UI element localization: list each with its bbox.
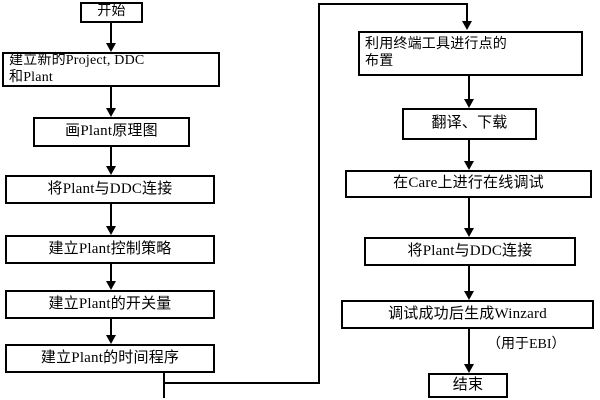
edge-create-project-to-draw-plant-schematic	[110, 87, 112, 109]
arrowhead-start-to-create-project	[106, 43, 116, 52]
node-create-time-program-label: 建立Plant的时间程序	[40, 349, 180, 366]
edge-create-control-strategy-to-create-switch-quantity	[110, 264, 112, 282]
node-start[interactable]: 开始	[80, 2, 143, 23]
edge-create-time-program-to-terminal-tool-point-layout-up	[318, 3, 320, 384]
node-start-label: 开始	[97, 4, 126, 20]
edge-connect-plant-ddc-1-to-create-control-strategy	[110, 204, 112, 226]
arrowhead-create-time-program-to-terminal-tool-point-layout	[462, 21, 472, 30]
node-create-control-strategy[interactable]: 建立Plant控制策略	[5, 235, 215, 264]
node-create-switch-quantity-label: 建立Plant的开关量	[48, 295, 172, 312]
node-connect-plant-ddc-1[interactable]: 将Plant与DDC连接	[5, 175, 215, 204]
edge-online-debug-on-care-to-connect-plant-ddc-2	[468, 198, 470, 229]
arrowhead-connect-plant-ddc-1-to-create-control-strategy	[106, 226, 116, 235]
arrowhead-generate-winzard-to-end	[464, 364, 474, 373]
arrowhead-connect-plant-ddc-2-to-generate-winzard	[464, 291, 474, 300]
edge-create-time-program-to-terminal-tool-point-layout-into-box	[466, 3, 468, 23]
edge-create-time-program-to-terminal-tool-point-layout-across-top	[318, 3, 468, 5]
node-generate-winzard[interactable]: 调试成功后生成Winzard	[341, 300, 594, 329]
node-terminal-tool-point-layout[interactable]: 利用终端工具进行点的 布置	[358, 31, 583, 76]
node-draw-plant-schematic-label: 画Plant原理图	[65, 123, 158, 140]
node-create-control-strategy-label: 建立Plant控制策略	[48, 240, 172, 257]
edge-translate-download-to-online-debug-on-care	[468, 140, 470, 162]
arrowhead-draw-plant-schematic-to-connect-plant-ddc-1	[106, 166, 116, 175]
arrowhead-terminal-tool-point-layout-to-translate-download	[464, 99, 474, 108]
node-terminal-tool-point-layout-label: 利用终端工具进行点的 布置	[365, 36, 507, 69]
node-generate-winzard-label: 调试成功后生成Winzard	[388, 305, 547, 322]
node-connect-plant-ddc-2-label: 将Plant与DDC连接	[407, 242, 533, 259]
edge-create-switch-quantity-to-create-time-program	[110, 319, 112, 336]
node-translate-download[interactable]: 翻译、下载	[402, 108, 537, 140]
node-end-label: 结束	[452, 376, 484, 393]
edge-generate-winzard-to-end	[468, 329, 470, 365]
node-translate-download-label: 翻译、下载	[431, 115, 508, 132]
edge-create-time-program-to-terminal-tool-point-layout-down	[163, 373, 165, 398]
node-online-debug-on-care[interactable]: 在Care上进行在线调试	[345, 170, 592, 198]
node-connect-plant-ddc-2[interactable]: 将Plant与DDC连接	[364, 237, 576, 266]
node-online-debug-on-care-label: 在Care上进行在线调试	[393, 175, 544, 192]
arrowhead-create-switch-quantity-to-create-time-program	[106, 335, 116, 344]
edge-terminal-tool-point-layout-to-translate-download	[468, 76, 470, 100]
edge-create-time-program-to-terminal-tool-point-layout-across-bottom	[163, 382, 320, 384]
arrowhead-online-debug-on-care-to-connect-plant-ddc-2	[464, 228, 474, 237]
arrowhead-create-control-strategy-to-create-switch-quantity	[106, 281, 116, 290]
node-create-time-program[interactable]: 建立Plant的时间程序	[5, 344, 215, 373]
edge-connect-plant-ddc-2-to-generate-winzard	[468, 266, 470, 292]
node-create-project[interactable]: 建立新的Project, DDC 和Plant	[2, 52, 220, 87]
edge-draw-plant-schematic-to-connect-plant-ddc-1	[110, 147, 112, 167]
node-connect-plant-ddc-1-label: 将Plant与DDC连接	[47, 180, 173, 197]
edge-start-to-create-project	[110, 23, 112, 44]
arrowhead-translate-download-to-online-debug-on-care	[464, 161, 474, 170]
node-end[interactable]: 结束	[428, 373, 508, 398]
node-draw-plant-schematic[interactable]: 画Plant原理图	[33, 117, 190, 147]
node-create-switch-quantity[interactable]: 建立Plant的开关量	[5, 290, 215, 319]
arrowhead-create-project-to-draw-plant-schematic	[106, 108, 116, 117]
node-create-project-label: 建立新的Project, DDC 和Plant	[9, 52, 145, 85]
annotation-used-for-ebi: （用于EBI）	[487, 337, 566, 352]
